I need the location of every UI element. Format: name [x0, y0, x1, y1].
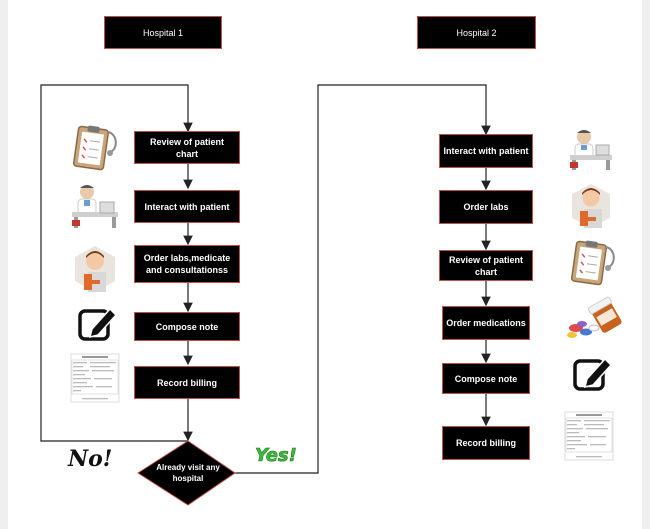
- connector-lines: No! Yes!: [40, 84, 491, 506]
- medication-icon: [567, 296, 622, 338]
- decision-text: Already visit any hospital: [156, 463, 220, 483]
- edit-note-icon: [78, 307, 118, 341]
- h1-step-label: Review of patient chart: [149, 136, 224, 159]
- patient-icon: [75, 246, 115, 292]
- h1-step-label: Record billing: [156, 377, 217, 388]
- patient-icon: [572, 184, 610, 228]
- h1-step-label: Compose note: [155, 321, 219, 332]
- h1-step-record-billing: Record billing: [134, 366, 240, 399]
- h1-step-order-labs: Order labs,medicate and consultationss: [134, 245, 240, 283]
- h2-step-label: Order medications: [446, 318, 526, 328]
- h2-step-label: Compose note: [454, 373, 518, 384]
- hospital-2-header: Hospital 2: [417, 16, 536, 49]
- clipboard-icon: [73, 125, 117, 171]
- h1-step-label: Order labs,medicate and consultationss: [143, 253, 231, 275]
- h2-step-order-labs: Order labs: [439, 190, 533, 224]
- h2-step-label: Interact with patient: [443, 146, 529, 156]
- h2-step-label: Record billing: [455, 438, 516, 448]
- h2-step-interact: Interact with patient: [439, 134, 533, 168]
- yes-loop-line: [187, 84, 491, 474]
- billing-form-icon: [564, 411, 614, 461]
- no-loop-line: [40, 84, 193, 442]
- billing-form-icon: [70, 353, 120, 403]
- yes-label: Yes!: [255, 445, 297, 466]
- decision-label: Already visit any hospital: [143, 462, 233, 486]
- h1-step-compose-note: Compose note: [134, 312, 240, 341]
- edit-note-icon: [573, 357, 613, 391]
- hospital-2-title: Hospital 2: [456, 27, 497, 38]
- no-label: No!: [67, 446, 112, 472]
- h2-step-review-chart: Review of patient chart: [439, 250, 533, 281]
- flowchart-canvas: No! Yes! Hospital 1 Hospital 2 Review of…: [8, 0, 642, 529]
- decision-diamond: [137, 440, 236, 506]
- h2-step-label: Order labs: [463, 202, 509, 212]
- h2-step-label: Review of patient chart: [448, 254, 523, 277]
- h2-step-compose-note: Compose note: [442, 363, 530, 394]
- doctor-desk-icon: [72, 185, 118, 228]
- clipboard-icon: [571, 240, 615, 286]
- hospital-1-title: Hospital 1: [142, 27, 184, 38]
- h1-step-interact: Interact with patient: [134, 190, 240, 223]
- h1-step-review-chart: Review of patient chart: [134, 131, 240, 164]
- doctor-desk-icon: [570, 130, 612, 170]
- h1-step-label: Interact with patient: [144, 201, 230, 212]
- hospital-1-header: Hospital 1: [104, 16, 222, 49]
- h2-step-order-medications: Order medications: [442, 306, 530, 340]
- h2-step-record-billing: Record billing: [442, 426, 530, 460]
